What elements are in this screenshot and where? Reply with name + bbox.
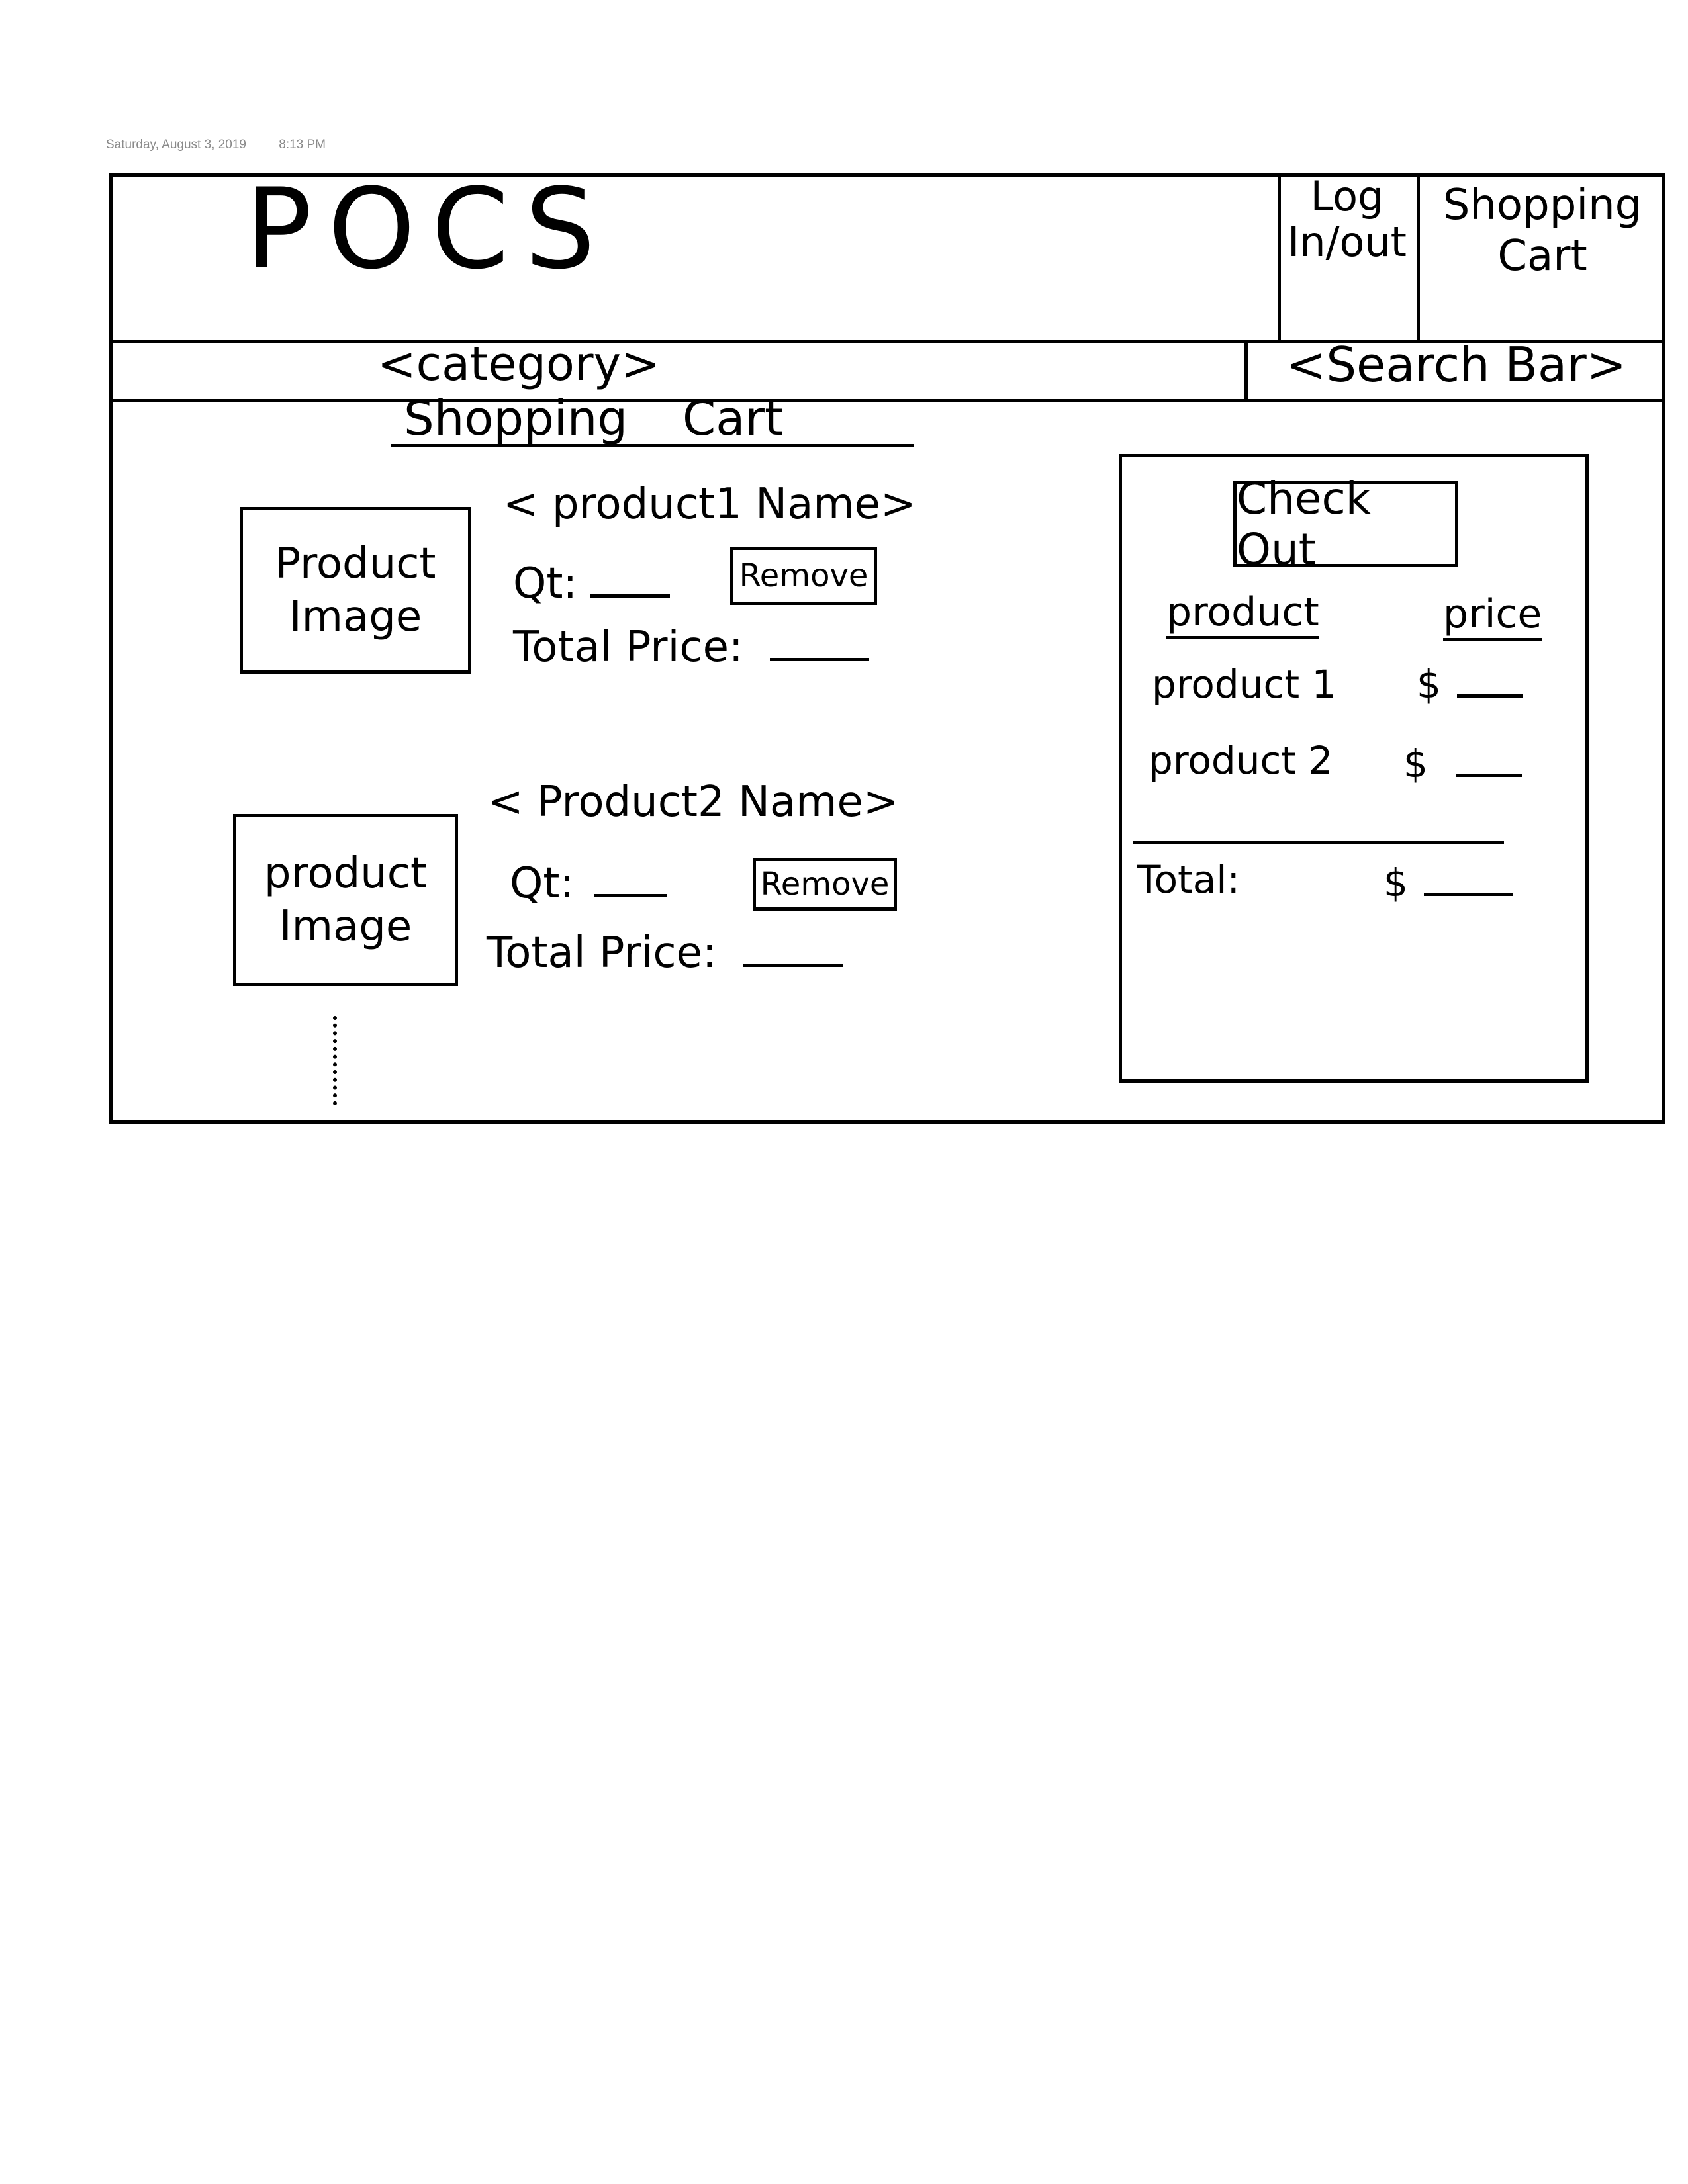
total-price-value bbox=[743, 964, 843, 967]
note-time: 8:13 PM bbox=[279, 138, 326, 152]
search-divider bbox=[1244, 340, 1248, 399]
total-price-row-2: Total Price: bbox=[487, 932, 843, 974]
summary-price-symbol: $ bbox=[1403, 741, 1428, 786]
summary-row-price-2: $ bbox=[1403, 745, 1523, 783]
total-price-label: Total Price: bbox=[513, 623, 743, 672]
category-menu[interactable]: <category> bbox=[377, 337, 660, 391]
summary-total-blank bbox=[1424, 893, 1514, 896]
header-divider bbox=[109, 340, 1665, 343]
note-date: Saturday, August 3, 2019 bbox=[106, 138, 246, 152]
product-image-2[interactable]: product Image bbox=[233, 814, 458, 986]
page-title: Shopping Cart bbox=[391, 393, 914, 447]
summary-row-price-1: $ bbox=[1417, 662, 1524, 707]
summary-row-product-2: product 2 bbox=[1149, 738, 1333, 783]
summary-column-product: product bbox=[1166, 592, 1319, 639]
quantity-label: Qt: bbox=[510, 859, 575, 908]
total-price-label: Total Price: bbox=[487, 929, 717, 978]
product-name-2[interactable]: < Product2 Name> bbox=[488, 778, 899, 827]
login-divider bbox=[1278, 173, 1281, 340]
quantity-input[interactable] bbox=[594, 894, 667, 897]
shopping-cart-link[interactable]: Shopping Cart bbox=[1442, 181, 1642, 281]
total-price-row-1: Total Price: bbox=[513, 626, 869, 668]
summary-column-price: price bbox=[1443, 594, 1542, 641]
quantity-row-2: Qt: bbox=[510, 862, 667, 905]
summary-price-blank bbox=[1456, 774, 1523, 777]
product-image-label: Product Image bbox=[275, 539, 436, 641]
product-image-1[interactable]: Product Image bbox=[240, 507, 471, 674]
quantity-label: Qt: bbox=[513, 559, 578, 608]
summary-price-blank bbox=[1457, 694, 1524, 698]
total-price-value bbox=[769, 658, 869, 661]
checkout-button[interactable]: Check Out bbox=[1233, 473, 1458, 575]
summary-divider bbox=[1133, 841, 1504, 844]
quantity-input[interactable] bbox=[590, 594, 671, 598]
login-logout-link[interactable]: Log In/out bbox=[1287, 172, 1407, 267]
remove-button-1[interactable]: Remove bbox=[730, 547, 877, 605]
nav-divider bbox=[109, 399, 1665, 402]
search-bar[interactable]: <Search Bar> bbox=[1286, 337, 1627, 392]
site-logo[interactable]: POCS bbox=[245, 164, 612, 294]
quantity-row-1: Qt: bbox=[513, 563, 671, 605]
cart-divider bbox=[1417, 173, 1420, 340]
note-timestamp: Saturday, August 3, 2019 8:13 PM bbox=[106, 138, 326, 152]
remove-button-2[interactable]: Remove bbox=[753, 858, 897, 911]
summary-total-price: $ bbox=[1383, 864, 1514, 902]
more-items-ellipsis bbox=[333, 1016, 341, 1105]
summary-row-product-1: product 1 bbox=[1152, 662, 1336, 707]
product-image-label: product Image bbox=[263, 849, 428, 951]
summary-total-label: Total: bbox=[1137, 857, 1240, 902]
product-name-1[interactable]: < product1 Name> bbox=[503, 480, 916, 529]
order-summary-panel bbox=[1119, 454, 1589, 1083]
summary-total-symbol: $ bbox=[1383, 860, 1408, 905]
summary-price-symbol: $ bbox=[1417, 662, 1441, 707]
page-frame bbox=[109, 173, 1665, 1124]
